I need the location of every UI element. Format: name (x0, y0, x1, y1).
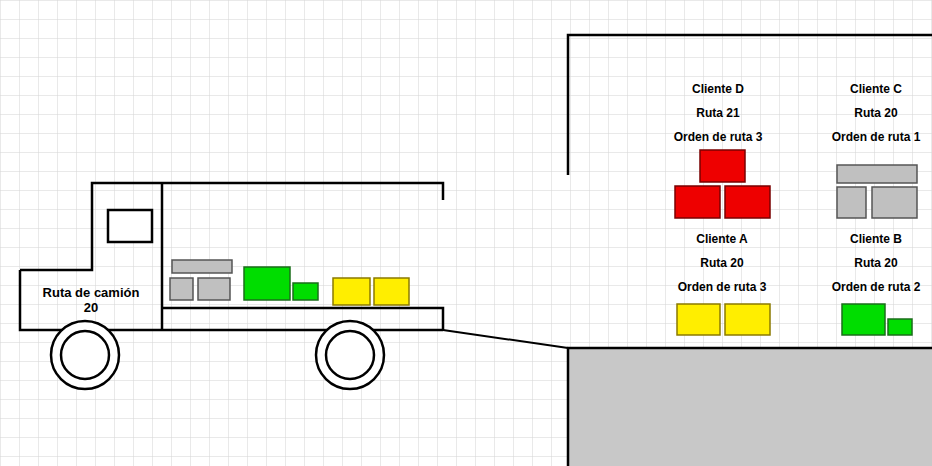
truck-wheel (51, 321, 119, 389)
red-package (700, 150, 745, 182)
gray-package (170, 278, 193, 300)
route-label: Orden de ruta 3 (678, 280, 767, 294)
red-package (725, 186, 770, 218)
route-label: Ruta 21 (696, 106, 739, 120)
route-label: Cliente C (850, 82, 902, 96)
truck-bed-floor (162, 308, 443, 330)
route-label: Cliente B (850, 232, 902, 246)
loading-ramp (443, 330, 568, 348)
truck-outline (20, 183, 443, 270)
green-package (293, 283, 318, 300)
wheel-hub (326, 331, 374, 379)
warehouse-wall (568, 35, 932, 175)
green-package (244, 267, 290, 300)
wheel-hub (61, 331, 109, 379)
truck-wheel (316, 321, 384, 389)
route-label: Ruta 20 (854, 256, 897, 270)
route-label: Orden de ruta 1 (832, 130, 921, 144)
yellow-package (725, 304, 770, 335)
route-label: Orden de ruta 3 (674, 130, 763, 144)
cab-window (108, 210, 152, 242)
route-label: Ruta 20 (700, 256, 743, 270)
gray-package (198, 278, 230, 300)
truck-cab: Ruta de camión 20 (20, 270, 162, 330)
green-package (888, 319, 912, 335)
yellow-package (374, 278, 409, 305)
yellow-package (333, 278, 370, 305)
route-label: Cliente A (696, 232, 748, 246)
yellow-package (677, 304, 720, 335)
route-label: Ruta 20 (854, 106, 897, 120)
truck-route-label: Ruta de camión 20 (35, 285, 148, 315)
red-package (675, 186, 720, 218)
gray-package (837, 187, 866, 218)
loading-dock (568, 348, 932, 466)
route-label: Orden de ruta 2 (832, 280, 921, 294)
gray-package (872, 187, 917, 218)
gray-package (172, 260, 232, 273)
green-package (842, 304, 885, 335)
route-label: Cliente D (692, 82, 744, 96)
gray-package (837, 165, 917, 183)
